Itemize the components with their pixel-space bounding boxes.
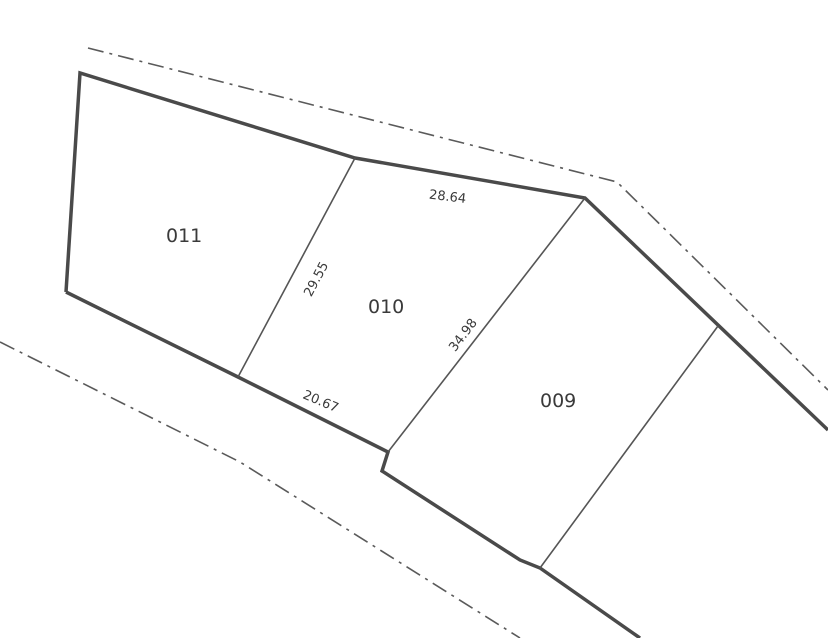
road-boundary-bottom (0, 341, 521, 638)
lot-label-010: 010 (368, 296, 404, 318)
lot-divider-010-009 (387, 197, 586, 453)
dimension-top: 28.64 (428, 188, 467, 207)
lot-divider-009-008 (539, 325, 719, 569)
dimension-left: 29.55 (301, 260, 332, 300)
lot-divider-011-010 (237, 157, 356, 378)
dimension-right: 34.98 (446, 316, 480, 355)
parcel-outer-boundary-bottom (65, 290, 642, 638)
lot-label-011: 011 (166, 225, 202, 247)
lot-label-009: 009 (540, 390, 576, 412)
